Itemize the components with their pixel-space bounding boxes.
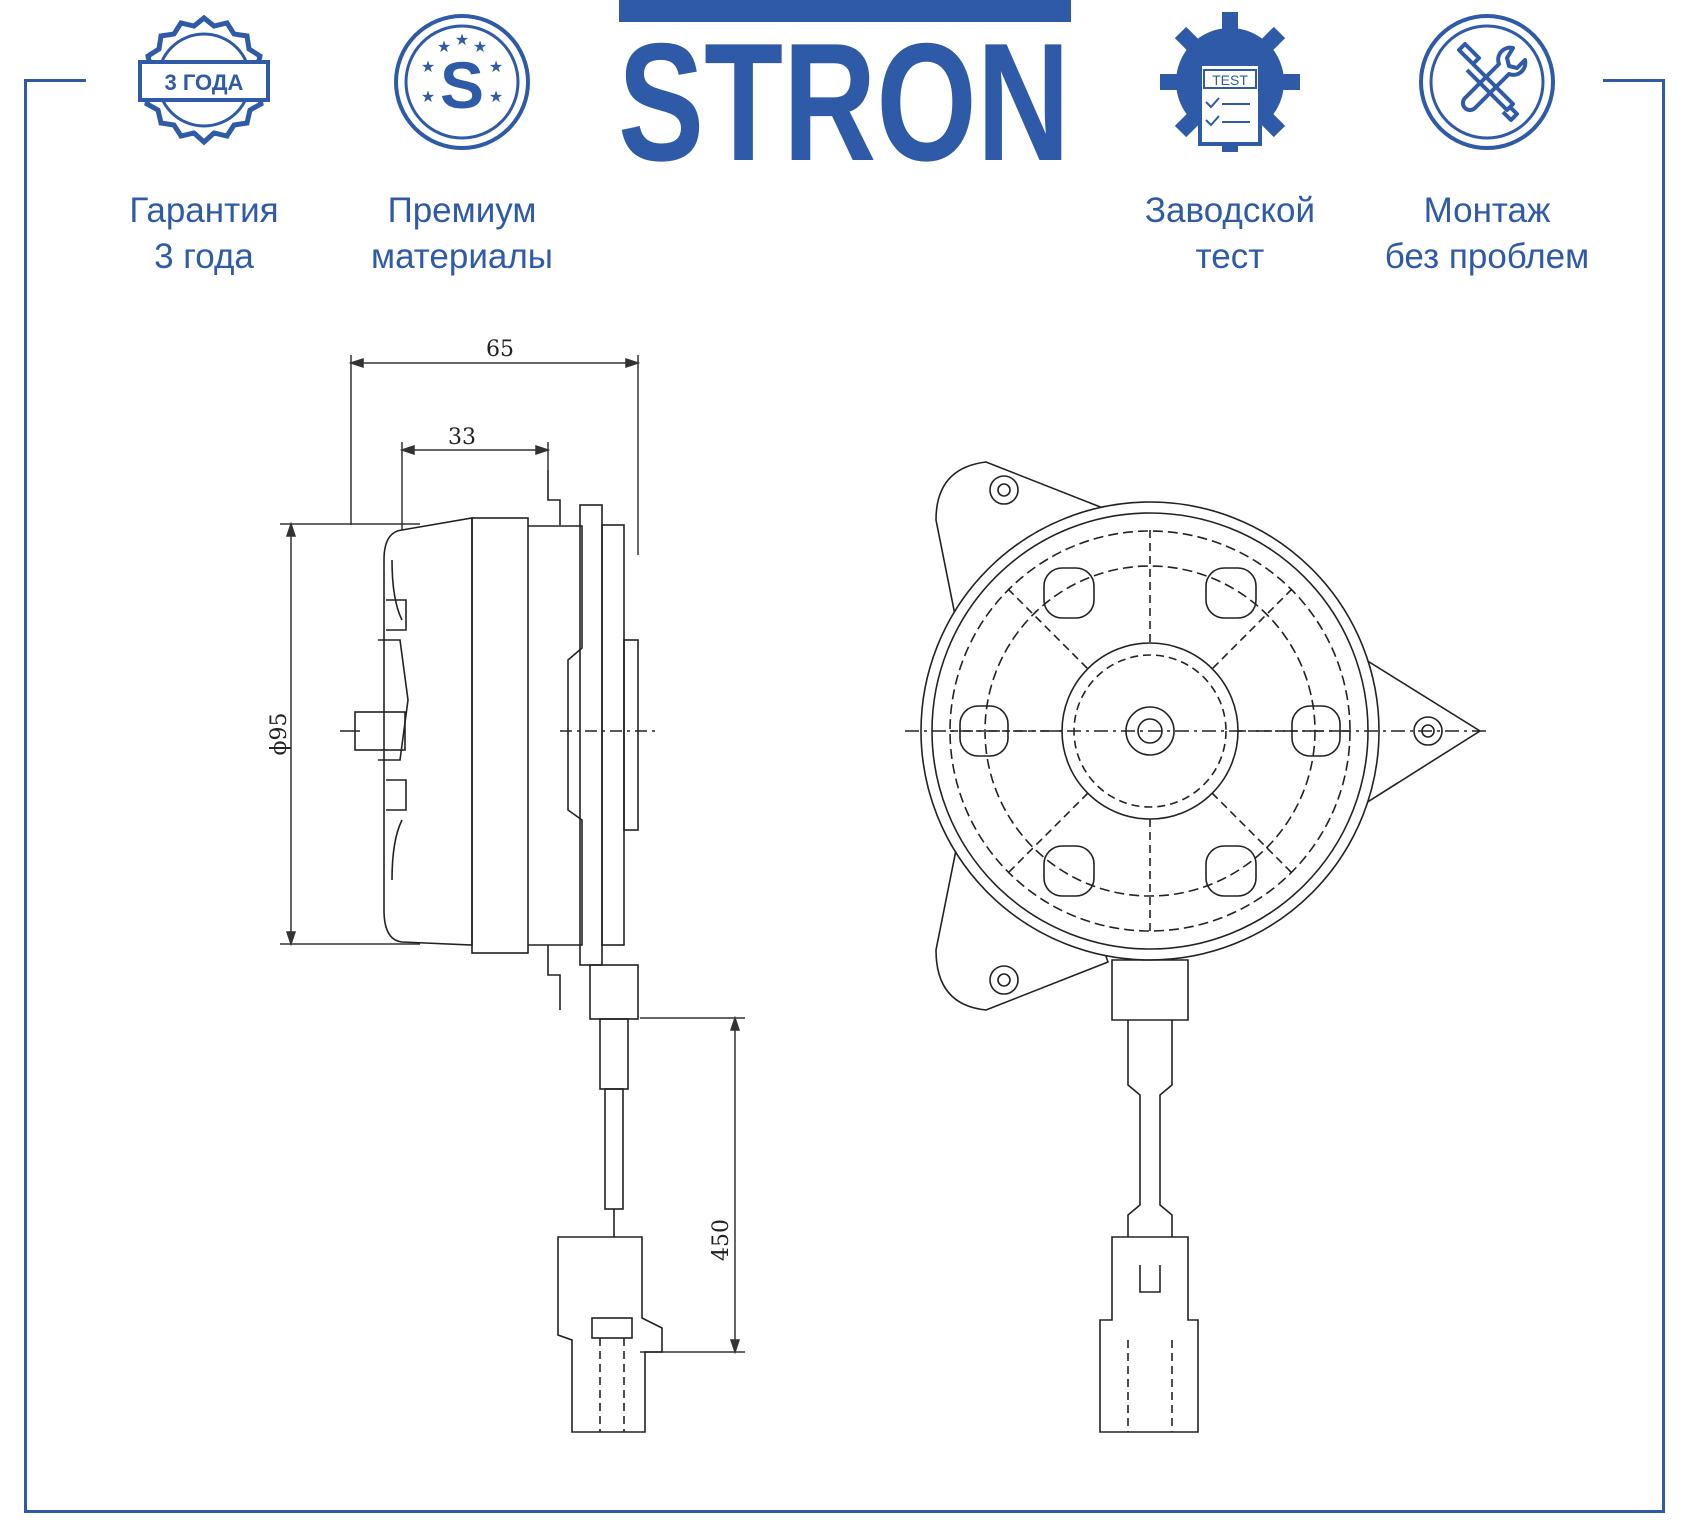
badge-premium: S ★ ★ ★ ★ ★ ★ ★ Премиум материалы — [337, 12, 587, 280]
badge-mount-line2: без проблем — [1384, 237, 1590, 276]
svg-text:★: ★ — [489, 89, 503, 106]
test-text: TEST — [1212, 72, 1248, 88]
badge-warranty-line2: 3 года — [154, 237, 254, 276]
svg-text:★: ★ — [437, 39, 451, 56]
s-stars-icon: S ★ ★ ★ ★ ★ ★ ★ — [394, 14, 530, 150]
badge-mount-line1: Монтаж — [1423, 191, 1551, 230]
dim-label-65: 65 — [486, 337, 514, 362]
svg-text:★: ★ — [421, 59, 435, 76]
badge-test-line2: тест — [1195, 237, 1265, 276]
badge-warranty-label: Гарантия 3 года — [79, 188, 329, 280]
front-view — [905, 461, 1490, 1433]
badge-test: TEST Заводской тест — [1105, 12, 1355, 280]
badge-warranty: 3 ГОДА Гарантия 3 года — [79, 12, 329, 280]
dim-label-450: 450 — [709, 1219, 734, 1261]
dim-label-33: 33 — [448, 425, 476, 450]
gear-test-icon: TEST — [1160, 12, 1300, 152]
badge-premium-line2: материалы — [371, 237, 553, 276]
seal-text: 3 ГОДА — [165, 70, 244, 95]
seal-icon: 3 ГОДА — [138, 14, 270, 146]
premium-letter: S — [440, 48, 484, 122]
svg-text:★: ★ — [455, 32, 469, 49]
frame-top-left — [24, 79, 86, 82]
svg-text:★: ★ — [421, 89, 435, 106]
side-view — [340, 470, 663, 1433]
badge-test-label: Заводской тест — [1105, 188, 1355, 280]
badge-premium-label: Премиум материалы — [337, 188, 587, 280]
svg-text:★: ★ — [489, 59, 503, 76]
badge-premium-line1: Премиум — [387, 191, 537, 230]
badge-mount-label: Монтаж без проблем — [1362, 188, 1612, 280]
svg-text:★: ★ — [473, 39, 487, 56]
dim-label-d95: ϕ95 — [267, 713, 292, 756]
frame-top-right — [1603, 79, 1665, 82]
badge-warranty-line1: Гарантия — [129, 191, 279, 230]
tools-icon — [1419, 14, 1555, 150]
content-frame — [24, 80, 1665, 1513]
badge-test-line1: Заводской — [1144, 191, 1316, 230]
badge-mount: Монтаж без проблем — [1362, 12, 1612, 280]
